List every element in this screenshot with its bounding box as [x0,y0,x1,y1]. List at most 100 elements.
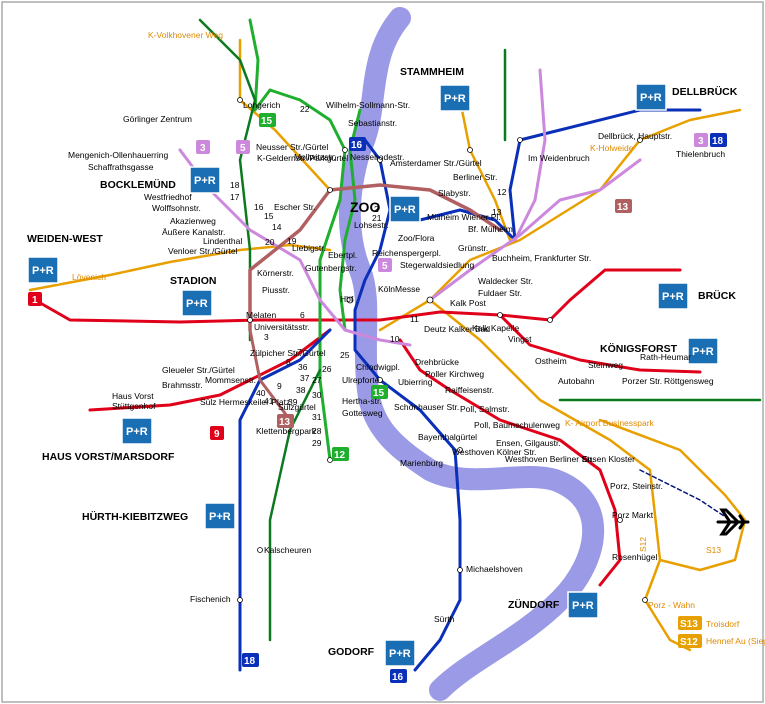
park-ride-icon: P+R [27,256,59,284]
park-ride-icon: P+R [567,591,599,619]
line-badge-13b: 13 [277,414,294,428]
stop-number: 20 [265,237,275,247]
station-label: Rosenhügel [612,552,657,562]
station-label: Grünstr. [458,243,488,253]
station-label: Waldecker Str. [478,276,533,286]
station-label: Hbf [340,294,354,304]
svg-text:P+R: P+R [209,511,231,523]
station-label: Nesselrodestr. [350,152,404,162]
line-badge-s12: S12 [678,634,702,648]
park-ride-icon: P+R [121,417,153,445]
stop-number: 36 [298,362,308,372]
svg-text:S12: S12 [680,637,698,648]
svg-text:P+R: P+R [32,265,54,277]
destination-labels: Troisdorf Hennef Au (Sieg) S12 S13 [638,537,765,646]
station-label: Dellbrück, Hauptstr. [598,131,672,141]
stop-number: 37 [300,373,310,383]
station-label: Im Weidenbruch [528,153,590,163]
station-marker [237,597,243,603]
station-label: Raiffeisenstr. [445,385,494,395]
stop-number: 11 [410,314,419,324]
station-marker [457,567,463,573]
station-label: Ensen Kloster [582,454,635,464]
stop-number: 6 [300,310,305,320]
station-label: Deutz Kalker Bad [424,324,490,334]
tram-line-darkgreen-south [268,368,322,642]
line-badge-15b: 15 [371,385,388,399]
station-label: Fuldaer Str. [478,288,522,298]
station-label: K-Geldernstr./Parkgürtel [257,153,348,163]
line-badge-3: 3 [196,140,210,154]
line-badge-12: 12 [332,447,349,461]
area-label: DELLBRÜCK [672,85,738,98]
station-label: Zülpicher Str./Gürtel [250,348,326,358]
station-label: Kalk Kapelle [472,323,520,333]
station-marker [617,517,623,523]
stop-number: 29 [312,438,322,448]
stop-number: 3 [264,332,269,342]
stop-number: 25 [340,350,350,360]
stop-number: 2 [374,204,379,214]
stop-number: 14 [272,222,282,232]
station-label: Hertha-str. [342,396,382,406]
station-label: Westhoven Berliner Str. [505,454,594,464]
station-labels: K-Volkhovener Weg Longerich Wilhelm-Soll… [68,30,725,624]
svg-text:18: 18 [712,136,724,147]
station-label: Michaelshoven [466,564,523,574]
station-label: Rath-Heumar [640,352,691,362]
station-marker [247,317,253,323]
svg-text:P+R: P+R [572,600,594,612]
station-marker [637,137,643,143]
station-label: Gottesweg [342,408,383,418]
line-badge-5: 5 [236,140,250,154]
station-label: Sülz Hermeskeiler Platz [200,397,290,407]
svg-text:9: 9 [214,429,220,440]
station-marker [642,597,648,603]
svg-text:12: 12 [334,450,346,461]
rhine-river [338,7,605,701]
station-label: Universitätsstr. [254,322,310,332]
svg-text:15: 15 [261,116,273,127]
area-label: HAUS VORST/MARSDORF [42,451,175,463]
station-label: Thielenbruch [676,149,725,159]
svg-text:3: 3 [698,136,704,147]
area-label: WEIDEN-WEST [27,233,103,245]
svg-text:P+R: P+R [186,298,208,310]
stop-number: 15 [264,211,274,221]
station-label: Bayenthalgürtel [418,432,477,442]
tram-line-18-south-blue [238,328,332,672]
station-label: Poll, Salmstr. [460,404,510,414]
station-label: Lövenich [72,272,106,282]
svg-text:1: 1 [32,295,38,306]
stop-number: 17 [230,192,240,202]
station-label: Ensen, Gilgaustr. [496,438,561,448]
station-label: Fischenich [190,594,231,604]
line-badge-13: 13 [615,199,632,213]
line-badge-1: 1 [28,292,42,306]
station-label: Stüttgenhof [112,401,156,411]
svg-text:3: 3 [200,143,206,154]
destination-label: Troisdorf [706,619,740,629]
area-label: BRÜCK [698,289,736,302]
tram-line-15-green [248,18,347,462]
park-ride-icon: P+R [204,502,236,530]
stop-number: 18 [230,180,240,190]
stop-number: 21 [372,213,382,223]
station-label: Sülzgürtel [278,402,316,412]
station-label: Porzer Str. [622,376,662,386]
stop-number: 8 [286,357,291,367]
station-label: Mülheim Wiener Pl. [427,212,501,222]
station-marker [257,547,263,553]
station-marker [497,312,503,318]
station-marker [346,296,354,304]
area-label: ZOO [350,199,380,215]
station-label: Ubierring [398,377,433,387]
station-label: Wilhelm-Sollmann-Str. [326,100,410,110]
tram-line-18-blue [363,108,702,242]
sbahn-line-airport [598,418,747,572]
station-marker [377,157,383,163]
station-marker [327,457,333,463]
park-ride-icon: P+R [687,337,719,365]
airport-link [639,469,731,521]
svg-text:P+R: P+R [444,93,466,105]
